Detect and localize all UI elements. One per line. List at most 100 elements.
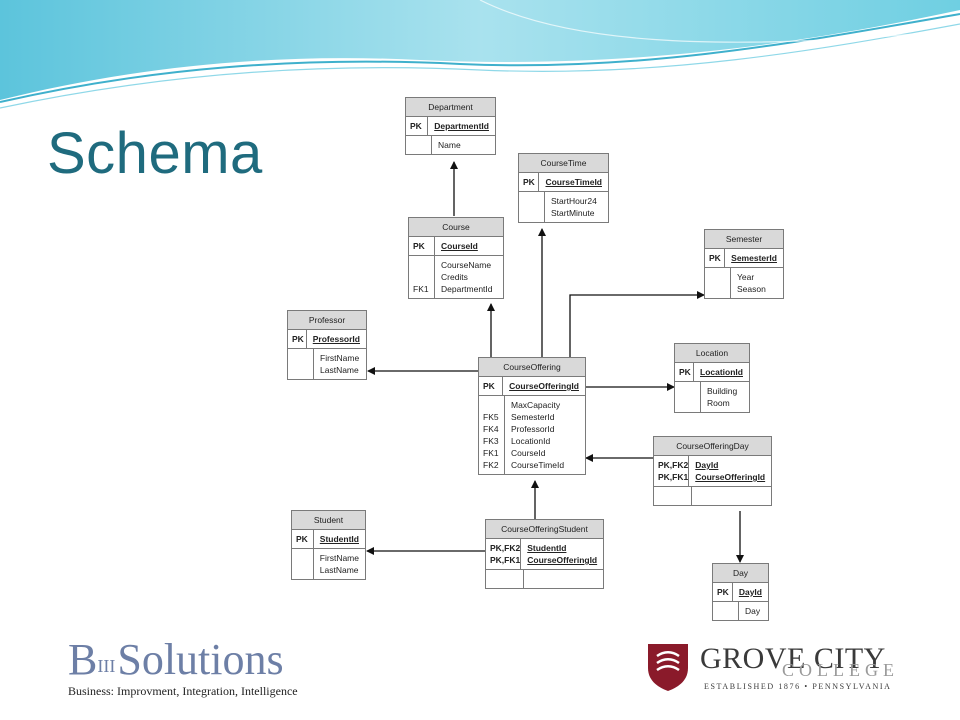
key-column: PK: [519, 173, 540, 191]
field-column: StartHour24 StartMinute: [545, 192, 608, 222]
entity-coursetime[interactable]: CourseTime PK CourseTimeId StartHour24 S…: [518, 153, 609, 223]
primary-key-row: PK LocationId: [675, 363, 749, 382]
key-label: PK: [413, 241, 425, 251]
attribute: LastName: [319, 565, 359, 575]
entity-day[interactable]: Day PK DayId Day: [712, 563, 769, 621]
entity-department[interactable]: Department PK DepartmentId Name: [405, 97, 496, 155]
connector-courseoffering-semester: [569, 291, 705, 357]
attribute: Year: [737, 272, 755, 282]
primary-key-row: PK,FK2 PK,FK1 StudentId CourseOfferingId: [486, 539, 603, 570]
attribute: Credits: [441, 272, 468, 282]
attribute-row: Year Season: [705, 268, 783, 298]
primary-key-row: PK DayId: [713, 583, 768, 602]
key-column: [292, 549, 314, 579]
key-column: PK: [292, 530, 314, 548]
entity-title: Professor: [288, 311, 366, 330]
pk-field: SemesterId: [731, 253, 777, 263]
key-column: [519, 192, 545, 222]
entity-title: Semester: [705, 230, 783, 249]
logo-tagline: Business: Improvment, Integration, Intel…: [68, 684, 298, 698]
attribute-row: FirstName LastName: [292, 549, 365, 579]
key-label: PK,FK1: [658, 472, 689, 482]
primary-key-row: PK CourseId: [409, 237, 503, 256]
key-column: [486, 570, 524, 588]
key-column: PK: [479, 377, 504, 395]
key-column: [675, 382, 701, 412]
entity-student[interactable]: Student PK StudentId FirstName LastName: [291, 510, 366, 580]
entity-courseofferingday[interactable]: CourseOfferingDay PK,FK2 PK,FK1 DayId Co…: [653, 436, 772, 506]
key-label: PK,FK2: [490, 543, 521, 553]
entity-title: CourseTime: [519, 154, 608, 173]
field-column: SemesterId: [725, 249, 783, 267]
attribute: SemesterId: [511, 412, 555, 422]
college-established: ESTABLISHED 1876 • PENNSYLVANIA: [704, 682, 892, 691]
entity-title: Location: [675, 344, 749, 363]
field-column: ProfessorId: [307, 330, 366, 348]
college-sub: COLLEGE: [782, 660, 899, 680]
key-label: [413, 259, 434, 271]
attribute: LocationId: [511, 436, 551, 446]
attribute: LastName: [320, 365, 359, 375]
attribute-row: [654, 487, 771, 505]
attribute: Building: [707, 386, 738, 396]
college-name: GROVE CITY: [700, 642, 886, 675]
entity-title: Day: [713, 564, 768, 583]
field-column: StudentId: [314, 530, 365, 548]
field-column: [524, 570, 603, 588]
college-seal-icon: [648, 644, 688, 691]
attribute: DepartmentId: [441, 284, 493, 294]
pk-field: StudentId: [527, 543, 567, 553]
attribute: Room: [707, 398, 730, 408]
pk-field: DepartmentId: [434, 121, 489, 131]
field-column: FirstName LastName: [314, 549, 365, 579]
entity-course[interactable]: Course PK CourseId FK1 CourseName Credit…: [408, 217, 504, 299]
key-label: FK3: [483, 436, 499, 446]
field-column: DayId CourseOfferingId: [689, 456, 771, 486]
key-label: PK: [296, 534, 308, 544]
logo-b: B: [68, 635, 98, 684]
primary-key-row: PK DepartmentId: [406, 117, 495, 136]
entity-title: CourseOfferingDay: [654, 437, 771, 456]
field-column: Building Room: [701, 382, 749, 412]
field-column: FirstName LastName: [314, 349, 366, 379]
key-label: PK: [483, 381, 495, 391]
entity-professor[interactable]: Professor PK ProfessorId FirstName LastN…: [287, 310, 367, 380]
entity-courseoffering[interactable]: CourseOffering PK CourseOfferingId FK5 F…: [478, 357, 586, 475]
entity-title: Student: [292, 511, 365, 530]
entity-title: CourseOfferingStudent: [486, 520, 603, 539]
key-column: [705, 268, 731, 298]
key-label: FK2: [483, 460, 499, 470]
key-label: PK: [679, 367, 691, 377]
key-label: [483, 399, 504, 411]
key-label: PK: [523, 177, 535, 187]
key-column: FK5 FK4 FK3 FK1 FK2: [479, 396, 505, 474]
key-column: [654, 487, 692, 505]
logo-sup: III: [97, 656, 116, 676]
entity-semester[interactable]: Semester PK SemesterId Year Season: [704, 229, 784, 299]
attribute: MaxCapacity: [511, 400, 561, 410]
key-column: PK: [409, 237, 435, 255]
logo-wordmark: BIIISolutions: [68, 638, 338, 682]
attribute-row: FK5 FK4 FK3 FK1 FK2 MaxCapacity Semester…: [479, 396, 585, 474]
key-label: FK4: [483, 424, 499, 434]
attribute-row: Building Room: [675, 382, 749, 412]
primary-key-row: PK,FK2 PK,FK1 DayId CourseOfferingId: [654, 456, 771, 487]
attribute-row: Name: [406, 136, 495, 154]
primary-key-row: PK CourseOfferingId: [479, 377, 585, 396]
key-column: PK: [675, 363, 695, 381]
primary-key-row: PK StudentId: [292, 530, 365, 549]
entity-location[interactable]: Location PK LocationId Building Room: [674, 343, 750, 413]
primary-key-row: PK SemesterId: [705, 249, 783, 268]
key-column: [713, 602, 739, 620]
field-column: DepartmentId: [428, 117, 495, 135]
attribute-row: FK1 CourseName Credits DepartmentId: [409, 256, 503, 298]
attribute: FirstName: [319, 553, 359, 563]
attribute: ProfessorId: [511, 424, 555, 434]
attribute: Season: [737, 284, 766, 294]
entity-courseofferingstudent[interactable]: CourseOfferingStudent PK,FK2 PK,FK1 Stud…: [485, 519, 604, 589]
pk-field: CourseOfferingId: [509, 381, 579, 391]
key-column: PK: [705, 249, 726, 267]
attribute: CourseTimeId: [511, 460, 565, 470]
key-label: FK5: [483, 412, 499, 422]
